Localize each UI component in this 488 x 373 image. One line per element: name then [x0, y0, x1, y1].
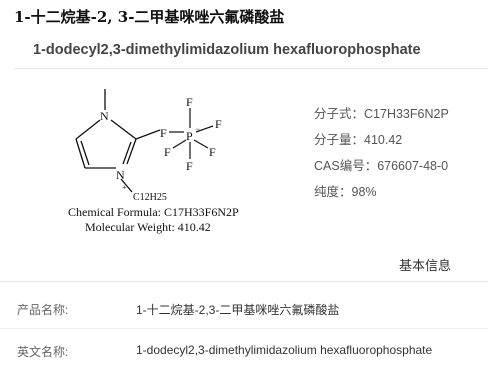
p-f-bond: [193, 139, 209, 149]
divider: [0, 281, 488, 282]
info-label: 产品名称:: [17, 303, 69, 317]
charge-plus-label: +: [122, 183, 127, 192]
charge-minus-label: −: [195, 124, 200, 134]
atom-f-label: F: [209, 145, 216, 159]
ring-bond: [126, 138, 137, 165]
divider: [14, 68, 488, 69]
property-value: C17H33F6N2P: [364, 107, 449, 121]
atom-f-label: F: [215, 117, 222, 131]
property-label: 分子量：: [314, 133, 365, 147]
ring-bond: [75, 138, 86, 169]
info-row-english-name: 英文名称: 1-dodecyl2,3-dimethylimidazolium h…: [0, 343, 488, 373]
atom-f-label: F: [160, 126, 167, 140]
atom-f-label: F: [186, 95, 193, 109]
property-label: CAS编号：: [314, 159, 378, 173]
property-formula: 分子式：C17H33F6N2P: [314, 101, 449, 127]
divider: [0, 328, 488, 329]
property-value: 410.42: [364, 133, 403, 147]
info-value: 1-dodecyl2,3-dimethylimidazolium hexaflu…: [136, 343, 433, 357]
p-f-bond: [195, 125, 214, 133]
atom-n-label: N: [116, 168, 125, 182]
atom-f-label: F: [164, 145, 171, 159]
section-heading-basic-info: 基本信息: [399, 258, 452, 273]
page-subtitle: 1-dodecyl2,3-dimethylimidazolium hexaflu…: [33, 42, 421, 58]
atom-n-label: N: [100, 109, 109, 123]
property-value: 676607-48-0: [377, 159, 449, 173]
property-label: 分子式：: [314, 107, 365, 121]
property-weight: 分子量：410.42: [314, 127, 449, 153]
ring-double-bond: [122, 141, 132, 165]
property-value: 98%: [351, 185, 377, 199]
atom-p-label: P: [186, 129, 193, 143]
info-value: 1-十二烷基-2,3-二甲基咪唑六氟磷酸盐: [136, 303, 340, 317]
imidazolium-ring: [75, 89, 161, 193]
info-row-product-name: 产品名称: 1-十二烷基-2,3-二甲基咪唑六氟磷酸盐: [0, 301, 488, 331]
ring-double-bond: [80, 140, 90, 166]
property-cas: CAS编号：676607-48-0: [314, 153, 449, 179]
page-title: 1-十二烷基-2, 3-二甲基咪唑六氟磷酸盐: [14, 8, 285, 26]
chemical-structure-image: N N + P − F F F F F F C12H25 Chemical Fo…: [68, 89, 239, 234]
p-f-bond: [172, 139, 187, 149]
property-purity: 纯度：98%: [314, 179, 449, 205]
property-list: 分子式：C17H33F6N2P 分子量：410.42 CAS编号：676607-…: [314, 101, 449, 205]
property-label: 纯度：: [314, 185, 352, 199]
hexafluorophosphate-bonds: [169, 108, 214, 159]
alkyl-bond: [120, 178, 133, 193]
methyl-bond: [135, 129, 161, 140]
substituent-label: C12H25: [133, 192, 167, 203]
ring-bond: [75, 119, 101, 140]
ring-bond: [110, 119, 137, 140]
atom-f-label: F: [186, 159, 193, 173]
molecular-weight-label: Molecular Weight: 410.42: [85, 220, 211, 234]
chemical-formula-label: Chemical Formula: C17H33F6N2P: [68, 205, 239, 219]
info-label: 英文名称:: [17, 345, 69, 359]
